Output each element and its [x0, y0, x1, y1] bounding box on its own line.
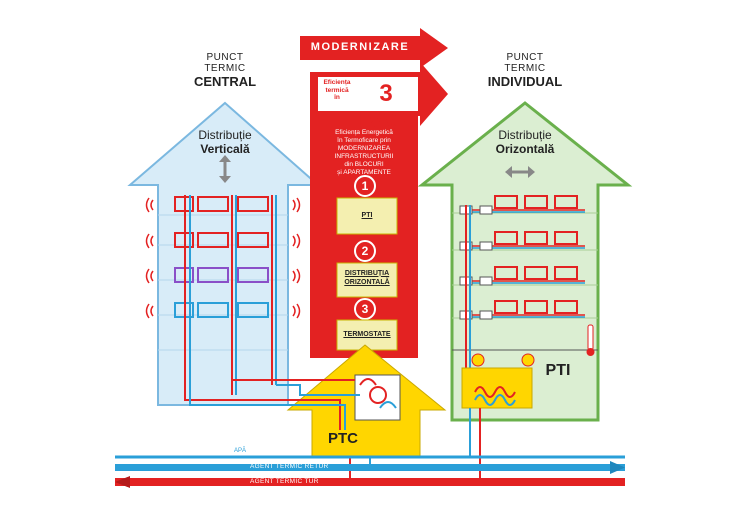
modernizare-label: MODERNIZARE [310, 41, 410, 53]
exchanger-coil [359, 378, 377, 386]
description-line: INFRASTRUCTURII [334, 153, 394, 160]
step-1-number: 1 [361, 179, 369, 193]
return-arrow-icon [610, 461, 625, 474]
left-risers [184, 195, 277, 395]
step-3-box [336, 319, 398, 351]
exchanger-coil [379, 401, 397, 409]
left-distribution-1: Distribuție [198, 128, 252, 142]
horizontal-arrow-icon [505, 166, 535, 178]
right-building [417, 101, 633, 422]
step-2-box [336, 262, 398, 298]
step-2-label-2: ORIZONTALĂ [344, 279, 390, 286]
left-building [127, 101, 321, 406]
right-distribution-1: Distribuție [498, 128, 552, 142]
left-distribution-2: Verticală [200, 142, 250, 156]
right-distribution-2: Orizontală [495, 142, 555, 156]
step-1-circle [354, 175, 376, 197]
supply-pipe [115, 478, 625, 486]
description-line: MODERNIZAREA [337, 145, 391, 152]
step-2-circle [354, 240, 376, 262]
right-heading-termic: TERMIC [504, 63, 546, 74]
pump-icon [369, 386, 387, 404]
left-heading-termic: TERMIC [204, 63, 246, 74]
pti-label: PTI [545, 362, 571, 379]
eficienta-word: Eficiența [323, 79, 351, 86]
ptc-label: PTC [328, 430, 358, 447]
vertical-arrow-icon [219, 155, 231, 183]
thermometer-icon [586, 324, 595, 356]
pti-unit [461, 353, 535, 409]
right-heading-individual: INDIVIDUAL [487, 74, 563, 89]
step-2-number: 2 [361, 244, 369, 258]
supply-arrow-icon [115, 476, 130, 488]
step-1-box [336, 197, 398, 235]
supply-pipe-label: AGENT TERMIC TUR [250, 478, 319, 485]
in-word: în [334, 94, 340, 101]
description-line: în Termoficare prin [337, 137, 391, 144]
step-2-label-1: DISTRIBUȚIA [344, 270, 390, 277]
modernizare-arrow [300, 28, 448, 68]
heat-wave-icons [145, 197, 301, 319]
step-3-number: 3 [361, 302, 369, 316]
right-heading-punct: PUNCT [506, 52, 544, 63]
step-1-label: PTI [361, 212, 373, 219]
step-3-label: TERMOSTATE [343, 331, 391, 338]
pasi-badge [318, 77, 418, 111]
horizontal-pipes [470, 209, 585, 318]
main-pipes [115, 455, 625, 488]
return-pipe [115, 464, 625, 471]
left-heading-central: CENTRAL [193, 74, 257, 89]
left-heading-punct: PUNCT [206, 52, 244, 63]
pasi-label: 3 PAȘI [358, 80, 414, 135]
water-pipe-label: APĂ [233, 448, 246, 454]
description-line: Eficiența Energetică [335, 129, 393, 136]
step-3-circle [354, 298, 376, 320]
right-radiators [494, 195, 578, 314]
sign-description: Eficiența Energetică în Termoficare prin… [312, 129, 416, 177]
center-sign [300, 28, 448, 358]
description-line: din BLOCURI [344, 161, 384, 168]
description-line: și APARTAMENTE [337, 169, 391, 176]
ptc-to-left-pipes [184, 379, 360, 430]
left-radiators [174, 196, 269, 318]
eficienta-line-1: Eficiența termică în [320, 79, 354, 102]
termica-word: termică [325, 86, 349, 94]
return-pipe-label: AGENT TERMIC RETUR [250, 463, 329, 470]
right-building-shape [417, 101, 633, 422]
